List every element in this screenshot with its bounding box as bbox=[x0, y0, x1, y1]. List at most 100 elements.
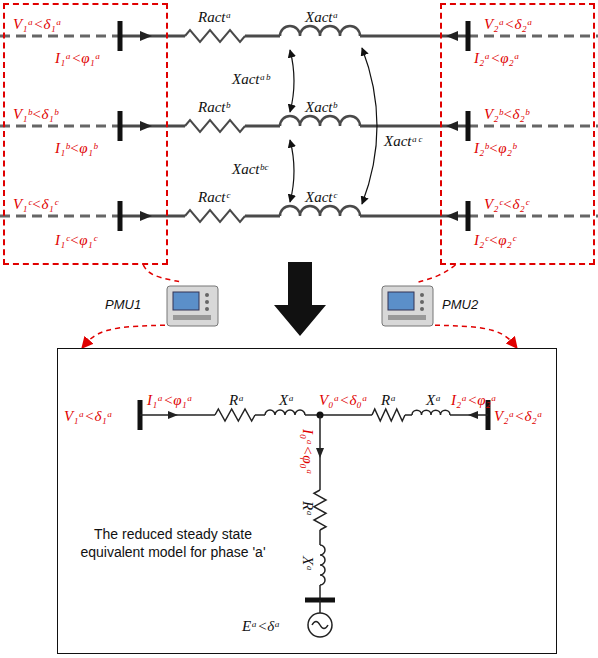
line-end-label: V₁ᵃ<δ₁ᵃ bbox=[13, 15, 62, 33]
pmu-button bbox=[205, 307, 209, 311]
inductor-symbol bbox=[280, 116, 360, 126]
line-extension bbox=[468, 125, 598, 128]
bus-bar bbox=[466, 21, 471, 51]
line-conductor bbox=[245, 125, 280, 128]
resistor-symbol bbox=[185, 210, 245, 222]
wire bbox=[405, 414, 412, 416]
pmu-device: PMU1 bbox=[165, 282, 220, 330]
pmu-icon bbox=[165, 282, 220, 330]
inductor-symbol bbox=[320, 545, 325, 585]
bus-bar bbox=[118, 201, 123, 231]
circuit-label: V₀ᵃ<δ₀ᵃ bbox=[319, 391, 368, 409]
line-parameter-label: Xactᶜ bbox=[305, 188, 336, 206]
circuit-label: I₀ᵃ<φ₀ᵃ bbox=[299, 429, 317, 475]
line-parameter-label: Xactᵇ bbox=[305, 98, 337, 116]
pmu-case bbox=[167, 286, 218, 326]
line-conductor bbox=[120, 125, 185, 128]
line-parameter-label: Xactᵇᶜ bbox=[232, 160, 267, 178]
wire bbox=[319, 600, 321, 613]
inductor-symbol bbox=[412, 410, 450, 415]
resistor-symbol bbox=[185, 120, 245, 132]
device-label: PMU1 bbox=[105, 296, 141, 314]
wire bbox=[305, 414, 372, 416]
line-end-label: V₂ᶜ<δ₂ᶜ bbox=[484, 195, 529, 213]
current-arrow bbox=[168, 411, 178, 419]
measurement-link bbox=[143, 265, 181, 282]
line-extension bbox=[468, 35, 598, 38]
bus-bar bbox=[118, 21, 123, 51]
circuit-label: Xᵃ bbox=[426, 391, 441, 409]
circuit-label: Xᵃ bbox=[279, 391, 294, 409]
measurement-link bbox=[435, 325, 517, 348]
line-parameter-label: Xactᵃᵇ bbox=[232, 70, 270, 88]
pmu-screen bbox=[173, 292, 199, 310]
circuit-label: V₁ᵃ<δ₁ᵃ bbox=[64, 407, 113, 425]
pmu-panel bbox=[388, 315, 426, 320]
voltage-source bbox=[308, 613, 332, 637]
line-conductor bbox=[245, 35, 280, 38]
line-end-label: I₂ᵇ<φ₂ᵇ bbox=[474, 139, 516, 157]
pmu-panel bbox=[173, 315, 211, 320]
line-conductor bbox=[245, 215, 280, 218]
circuit-label: Rᵃ bbox=[381, 391, 396, 409]
line-parameter-label: Ractᶜ bbox=[198, 188, 229, 206]
equivalent-model-box: V₁ᵃ<δ₁ᵃI₁ᵃ<φ₁ᵃRᵃXᵃV₀ᵃ<δ₀ᵃRᵃXᵃI₂ᵃ<φ₂ᵃV₂ᵃ<… bbox=[57, 348, 557, 654]
current-arrow bbox=[446, 211, 458, 221]
line-end-label: I₁ᶜ<φ₁ᶜ bbox=[55, 231, 97, 249]
source-tilde bbox=[312, 622, 328, 629]
bus-bar bbox=[118, 111, 123, 141]
line-extension bbox=[468, 215, 598, 218]
pmu-icon bbox=[380, 282, 435, 330]
pmu-button bbox=[420, 293, 424, 297]
resistor-symbol bbox=[372, 409, 405, 421]
current-arrow bbox=[140, 211, 152, 221]
line-end-label: I₁ᵃ<φ₁ᵃ bbox=[55, 49, 101, 67]
line-end-label: I₂ᶜ<φ₂ᶜ bbox=[474, 231, 516, 249]
pmu-measurement-box: V₂ᵃ<δ₂ᵃI₂ᵃ<φ₂ᵃV₂ᵇ<δ₂ᵇI₂ᵇ<φ₂ᵇV₂ᶜ<δ₂ᶜI₂ᶜ<φ… bbox=[440, 3, 595, 265]
circuit-label: Rᵃ bbox=[299, 501, 317, 516]
pmu-button bbox=[420, 307, 424, 311]
line-end-label: V₁ᶜ<δ₁ᶜ bbox=[13, 195, 58, 213]
device-label: PMU2 bbox=[442, 296, 478, 314]
transform-arrow bbox=[274, 262, 326, 336]
line-conductor bbox=[120, 215, 185, 218]
circuit-label: Xᵃ bbox=[299, 556, 317, 571]
circuit-label: I₁ᵃ<φ₁ᵃ bbox=[147, 391, 193, 409]
line-end-label: I₂ᵃ<φ₂ᵃ bbox=[474, 49, 520, 67]
line-parameter-label: Ractᵇ bbox=[198, 98, 230, 116]
measurement-link bbox=[419, 265, 456, 282]
inductor-symbol bbox=[280, 206, 360, 216]
pmu-button bbox=[420, 300, 424, 304]
bus-bar bbox=[466, 111, 471, 141]
pmu-button bbox=[205, 293, 209, 297]
pmu-device: PMU2 bbox=[380, 282, 435, 330]
line-conductor bbox=[120, 35, 185, 38]
line-extension bbox=[0, 125, 120, 128]
model-caption: The reduced steady state equivalent mode… bbox=[73, 525, 273, 561]
current-arrow bbox=[316, 448, 324, 458]
line-end-label: V₂ᵃ<δ₂ᵃ bbox=[484, 15, 533, 33]
resistor-symbol bbox=[185, 30, 245, 42]
current-arrow bbox=[140, 31, 152, 41]
line-extension bbox=[0, 215, 120, 218]
mutual-coupling-arrow bbox=[290, 140, 294, 202]
circuit-label: V₂ᵃ<δ₂ᵃ bbox=[494, 407, 543, 425]
circuit-label: I₂ᵃ<φ₂ᵃ bbox=[451, 391, 497, 409]
mutual-coupling-arrow bbox=[290, 50, 294, 112]
pmu-screen bbox=[388, 292, 414, 310]
pmu-button bbox=[205, 300, 209, 304]
line-extension bbox=[0, 35, 120, 38]
current-arrow bbox=[446, 31, 458, 41]
line-parameter-label: Ractᵃ bbox=[198, 8, 231, 26]
circuit-label: Eᵃ<δᵃ bbox=[242, 617, 280, 635]
line-end-label: V₁ᵇ<δ₁ᵇ bbox=[13, 105, 58, 123]
resistor-symbol bbox=[215, 409, 255, 421]
circuit-label: Rᵃ bbox=[229, 391, 244, 409]
line-end-label: V₂ᵇ<δ₂ᵇ bbox=[484, 105, 529, 123]
pmu-case bbox=[382, 286, 433, 326]
current-arrow bbox=[140, 121, 152, 131]
current-arrow bbox=[468, 411, 478, 419]
wire bbox=[255, 414, 265, 416]
line-parameter-label: Xactᵃᶜ bbox=[384, 132, 421, 150]
